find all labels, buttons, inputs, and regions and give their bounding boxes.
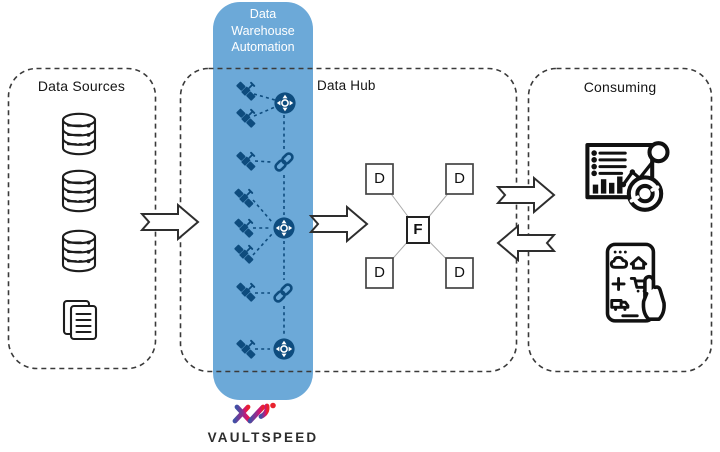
band-title-line-3: Automation bbox=[231, 40, 295, 54]
documents-icon bbox=[62, 299, 98, 341]
dim-node-label: D bbox=[454, 170, 465, 187]
band-title-line-1: Data bbox=[249, 7, 277, 21]
dim-node-label: D bbox=[374, 264, 385, 281]
automation-connectors bbox=[252, 93, 285, 350]
automation-band bbox=[213, 2, 313, 400]
hub-circle-icon bbox=[272, 216, 296, 240]
mobile-app-hand-icon bbox=[605, 242, 666, 323]
database-icon bbox=[61, 112, 97, 156]
fact-node-box bbox=[406, 216, 430, 244]
dim-node-box bbox=[365, 163, 394, 195]
vaultspeed-logo-icon bbox=[232, 402, 276, 424]
hub-circle-icon bbox=[273, 91, 297, 115]
data-sources-title: Data Sources bbox=[37, 78, 126, 94]
hub-circle-icon bbox=[272, 337, 296, 361]
data-hub-title: Data Hub bbox=[317, 78, 376, 93]
vaultspeed-wordmark: VAULTSPEED bbox=[207, 430, 319, 445]
consuming-box bbox=[527, 67, 713, 373]
dim-node-box bbox=[445, 163, 474, 195]
automation-band-title: Data Warehouse Automation bbox=[213, 6, 313, 56]
dim-node-box bbox=[365, 257, 394, 289]
database-icon bbox=[61, 229, 97, 273]
dim-node-label: D bbox=[454, 264, 465, 281]
arrow-sources-to-automation bbox=[141, 204, 199, 240]
arrow-consuming-to-hub bbox=[497, 225, 555, 261]
database-icon bbox=[61, 169, 97, 213]
fact-node-label: F bbox=[413, 221, 423, 238]
arrow-automation-to-hub bbox=[310, 206, 368, 242]
dim-node-box bbox=[445, 257, 474, 289]
consuming-title: Consuming bbox=[583, 79, 657, 95]
dim-node-label: D bbox=[374, 170, 385, 187]
band-title-line-2: Warehouse bbox=[231, 23, 295, 38]
analytics-dashboard-icon bbox=[585, 141, 670, 212]
arrow-hub-to-consuming bbox=[497, 177, 555, 213]
